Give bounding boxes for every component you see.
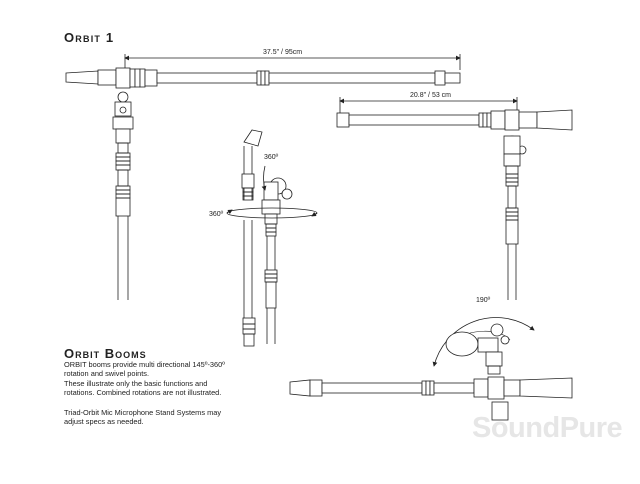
section-heading: Orbit Booms [64,346,147,361]
horizontal-rotation-label: 360º [209,211,224,218]
description-line: rotation and swivel points. [64,369,150,379]
description-line: Triad-Orbit Mic Microphone Stand Systems… [64,408,222,417]
description-paragraph-1: ORBIT booms provide multi directional 14… [64,360,254,379]
long-boom-illustration [65,54,461,300]
description-paragraph-3: Triad-Orbit Mic Microphone Stand Systems… [64,408,254,427]
description-line: These illustrate only the basic function… [64,379,208,388]
vertical-rotation-label: 360º [264,154,279,161]
description-line: rotations. Combined rotations are not il… [64,388,222,398]
page-title: Orbit 1 [64,30,115,45]
watermark-logo: SoundPure [472,412,623,444]
long-boom-dimension-label: 37.5" / 95cm [263,49,303,56]
swivel-boom-illustration [289,317,573,421]
description-paragraph-2: These illustrate only the basic function… [64,379,254,398]
swivel-rotation-label: 190º [476,297,491,304]
description-line: ORBIT booms provide multi directional 14… [64,360,225,369]
description-line: adjust specs as needed. [64,417,144,427]
short-boom-illustration [336,97,573,300]
short-boom-dimension-label: 20.8" / 53 cm [410,92,452,99]
vertical-boom-illustration [226,129,318,347]
